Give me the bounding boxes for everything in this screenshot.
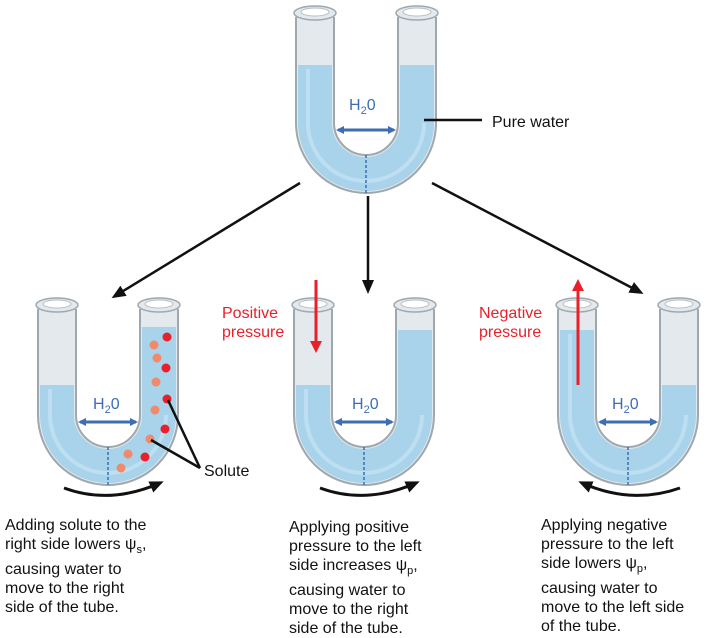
- right-caption: Applying negative pressure to the left s…: [541, 517, 685, 636]
- arrow-to-left: [111, 181, 301, 299]
- water: [296, 330, 432, 483]
- arrow-to-right: [431, 181, 644, 294]
- water: [40, 327, 176, 483]
- h2o-label-left: H20: [93, 396, 120, 417]
- solute-callout-line: [150, 438, 201, 470]
- flow-left-arrow-right-tube: [578, 481, 681, 497]
- water: [298, 65, 434, 191]
- h2o-label-middle: H20: [352, 396, 379, 417]
- h2o-label-right: H20: [612, 396, 639, 417]
- water: [560, 330, 696, 483]
- solute-label: Solute: [204, 463, 250, 480]
- flow-right-arrow-middle-tube: [319, 481, 420, 497]
- solute-callout-line: [166, 399, 202, 469]
- top-u-tube: [293, 5, 439, 194]
- left-u-tube: [35, 297, 181, 486]
- left-caption: Adding solute to the right side lowers ψ…: [5, 517, 147, 617]
- pure-water-label: Pure water: [492, 114, 570, 131]
- solute-particles: [116, 332, 172, 473]
- middle-u-tube: [291, 297, 437, 486]
- flow-right-arrow-left-tube: [63, 481, 164, 497]
- h2o-label-top: H20: [349, 97, 376, 118]
- middle-caption: Applying positive pressure to the left s…: [289, 519, 422, 638]
